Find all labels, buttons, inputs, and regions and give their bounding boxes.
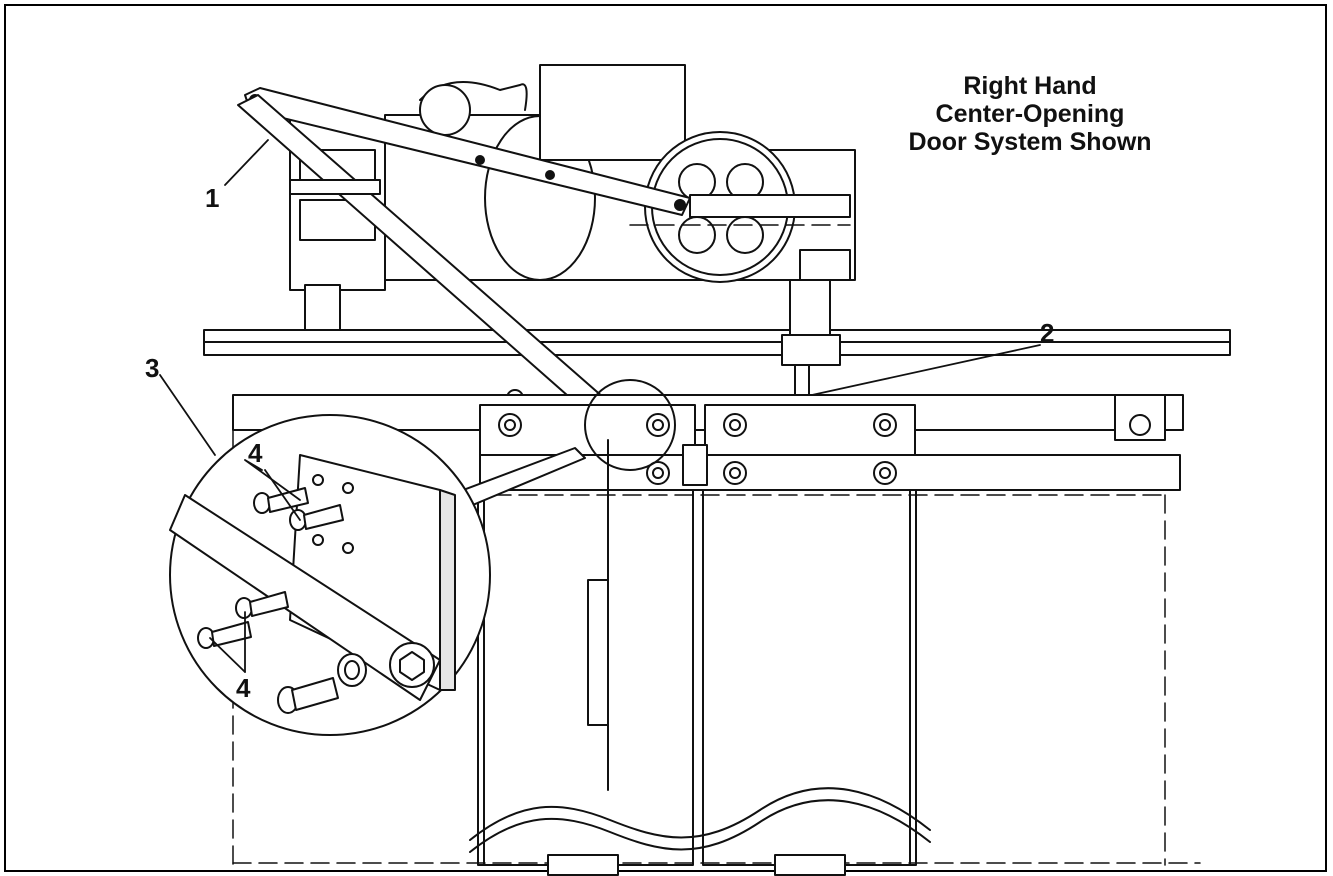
door-panels	[477, 439, 917, 866]
door-guide-left	[547, 854, 619, 876]
callout-4-lower: 4	[236, 673, 251, 703]
caption-line-3: Door System Shown	[908, 128, 1152, 156]
screw-upper-2	[289, 504, 344, 531]
callout-leaders	[159, 139, 1041, 673]
callout-2: 2	[1040, 318, 1055, 348]
hanger-track	[232, 394, 1184, 491]
callout-3: 3	[145, 353, 160, 383]
door-guide-right	[774, 854, 846, 876]
caption-line-2: Center-Opening	[935, 100, 1125, 128]
screw-lower-2	[235, 591, 289, 619]
screw-upper-1	[253, 487, 309, 514]
center-clip	[682, 444, 708, 486]
caption-line-1: Right Hand	[963, 72, 1097, 100]
detail-magnified-view	[169, 414, 491, 736]
break-line	[469, 787, 931, 841]
callout-4-upper: 4	[248, 438, 263, 468]
controller-box	[539, 64, 686, 161]
washer	[337, 653, 367, 687]
header-rail	[203, 329, 1231, 356]
bolt	[277, 677, 339, 714]
detail-indicator-circle	[584, 379, 676, 471]
belt-bracket	[689, 194, 851, 218]
callout-1: 1	[205, 183, 220, 213]
caption-block: Right Hand Center-Opening Door System Sh…	[860, 72, 1200, 156]
hanger-rollers	[498, 413, 897, 485]
right-bracket	[799, 249, 851, 281]
